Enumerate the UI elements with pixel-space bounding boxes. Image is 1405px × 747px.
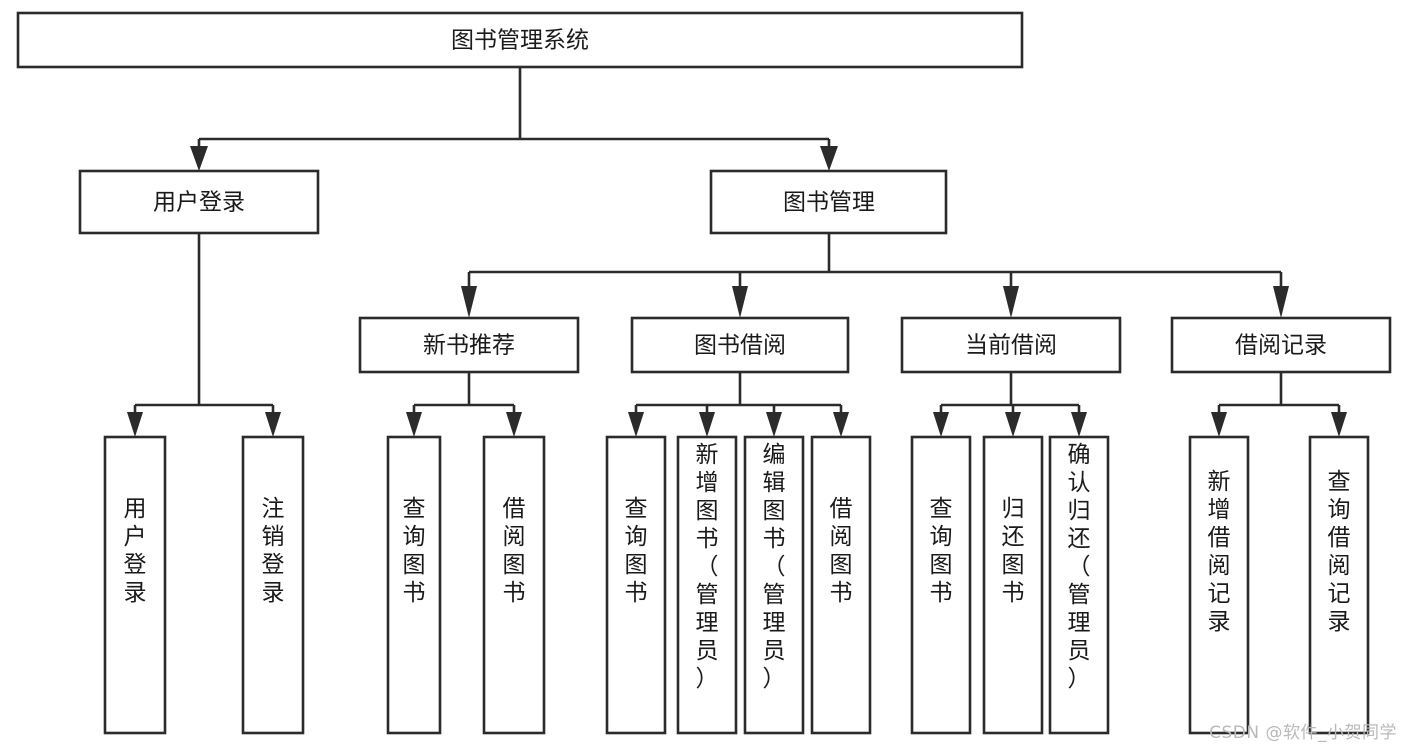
node-leaf-cb-query-book-box[interactable] (910, 435, 972, 735)
node-book-borrow[interactable]: 图书借阅 (630, 316, 850, 374)
node-leaf-bb-query-book-label: 查询图书 (625, 496, 648, 606)
node-leaf-nbr-query-book[interactable]: 查询图书 (386, 435, 442, 735)
node-leaf-cb-query-book[interactable]: 查询图书 (910, 435, 972, 735)
arrow-head-br-query-record (1331, 412, 1347, 437)
arrow-head-nbr-borrow-book (506, 412, 522, 437)
node-current-borrow-box[interactable] (900, 316, 1122, 374)
node-leaf-br-add-record[interactable]: 新增借阅记录 (1188, 435, 1250, 735)
node-leaf-br-add-record-label: 新增借阅记录 (1208, 469, 1231, 635)
node-leaf-logout-box[interactable] (241, 435, 305, 735)
node-leaf-cb-confirm-return[interactable]: 确认归还（管理员） (1048, 435, 1110, 735)
node-leaf-bb-edit-book-box[interactable] (743, 435, 805, 735)
node-leaf-bb-add-book[interactable]: 新增图书（管理员） (676, 435, 738, 735)
node-root-system-label: 图书管理系统 (451, 28, 589, 54)
node-book-management[interactable]: 图书管理 (709, 169, 948, 235)
node-new-book-recommend-label: 新书推荐 (423, 333, 515, 359)
node-leaf-logout-label: 注销登录 (262, 496, 285, 606)
node-leaf-bb-borrow-book-label: 借阅图书 (830, 496, 853, 606)
node-user-login-box[interactable] (78, 169, 320, 235)
arrow-head-bb-add-book (699, 412, 715, 437)
node-leaf-bb-add-book-box[interactable] (676, 435, 738, 735)
node-leaf-nbr-borrow-book-label: 借阅图书 (503, 496, 526, 606)
node-leaf-nbr-borrow-book-box[interactable] (482, 435, 546, 735)
node-borrow-record-box[interactable] (1170, 316, 1392, 374)
node-new-book-recommend[interactable]: 新书推荐 (358, 316, 580, 374)
connector-layer (127, 67, 1347, 437)
arrow-head-current-borrow (1003, 286, 1019, 318)
arrow-head-book-borrow (732, 286, 748, 318)
node-user-login-label: 用户登录 (153, 190, 245, 216)
node-current-borrow[interactable]: 当前借阅 (900, 316, 1122, 374)
node-root-system[interactable]: 图书管理系统 (16, 11, 1024, 69)
node-leaf-bb-add-book-label: 新增图书（管理员） (696, 442, 719, 692)
node-leaf-br-query-record-box[interactable] (1308, 435, 1370, 735)
arrow-head-leaf-user-login (127, 412, 143, 437)
node-leaf-bb-edit-book-label: 编辑图书（管理员） (763, 442, 786, 692)
node-leaf-logout[interactable]: 注销登录 (241, 435, 305, 735)
node-book-borrow-box[interactable] (630, 316, 850, 374)
node-leaf-bb-borrow-book[interactable]: 借阅图书 (810, 435, 872, 735)
node-leaf-br-add-record-box[interactable] (1188, 435, 1250, 735)
arrow-head-bb-borrow-book (833, 412, 849, 437)
node-book-management-box[interactable] (709, 169, 948, 235)
node-leaf-user-login[interactable]: 用户登录 (103, 435, 167, 735)
node-leaf-nbr-query-book-box[interactable] (386, 435, 442, 735)
node-borrow-record[interactable]: 借阅记录 (1170, 316, 1392, 374)
node-new-book-recommend-box[interactable] (358, 316, 580, 374)
node-leaf-user-login-box[interactable] (103, 435, 167, 735)
node-leaf-bb-borrow-book-box[interactable] (810, 435, 872, 735)
arrow-head-borrow-record (1273, 286, 1289, 318)
node-leaf-cb-confirm-return-label: 确认归还（管理员） (1068, 442, 1091, 692)
node-leaf-bb-edit-book[interactable]: 编辑图书（管理员） (743, 435, 805, 735)
arrow-head-nbr-query-book (406, 412, 422, 437)
node-book-management-label: 图书管理 (783, 190, 875, 216)
node-leaf-user-login-label: 用户登录 (124, 496, 147, 606)
node-leaf-bb-query-book-box[interactable] (605, 435, 667, 735)
node-leaf-cb-return-book-box[interactable] (982, 435, 1044, 735)
node-leaf-cb-confirm-return-box[interactable] (1048, 435, 1110, 735)
arrow-head-user-login (190, 146, 208, 171)
arrow-head-bb-query-book (628, 412, 644, 437)
node-leaf-nbr-borrow-book[interactable]: 借阅图书 (482, 435, 546, 735)
node-leaf-cb-return-book[interactable]: 归还图书 (982, 435, 1044, 735)
node-leaf-cb-query-book-label: 查询图书 (930, 496, 953, 606)
arrow-head-bb-edit-book (766, 412, 782, 437)
node-current-borrow-label: 当前借阅 (965, 333, 1057, 359)
node-leaf-br-query-record-label: 查询借阅记录 (1328, 469, 1351, 635)
arrow-head-cb-confirm-return (1071, 412, 1087, 437)
arrow-head-new-book-rec (461, 286, 477, 318)
node-leaf-nbr-query-book-label: 查询图书 (403, 496, 426, 606)
node-borrow-record-label: 借阅记录 (1235, 333, 1327, 359)
node-leaf-bb-query-book[interactable]: 查询图书 (605, 435, 667, 735)
node-book-borrow-label: 图书借阅 (694, 333, 786, 359)
node-leaf-cb-return-book-label: 归还图书 (1002, 496, 1025, 606)
arrow-head-book-mgmt (820, 146, 838, 171)
node-leaf-br-query-record[interactable]: 查询借阅记录 (1308, 435, 1370, 735)
arrow-head-leaf-logout (265, 412, 281, 437)
node-user-login[interactable]: 用户登录 (78, 169, 320, 235)
node-root-system-box[interactable] (16, 11, 1024, 69)
arrow-head-cb-query-book (933, 412, 949, 437)
arrow-head-cb-return-book (1005, 412, 1021, 437)
arrow-head-br-add-record (1211, 412, 1227, 437)
